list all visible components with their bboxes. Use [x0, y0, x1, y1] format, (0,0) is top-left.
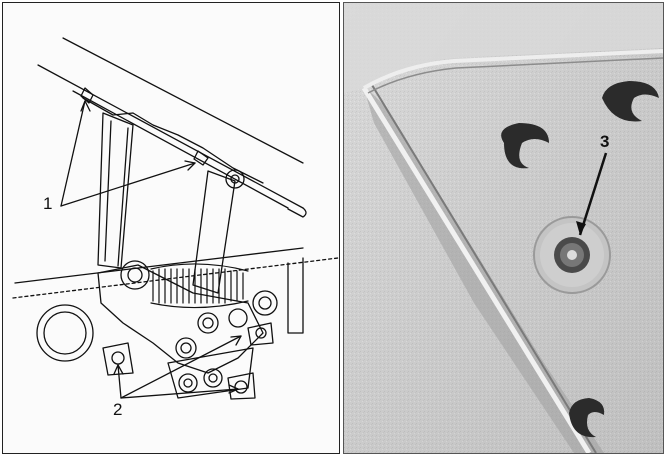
hinge-diagram-panel: 1 2 [2, 2, 340, 454]
callout-2: 2 [113, 400, 123, 419]
hood-inner-panel-photo [344, 3, 663, 453]
callout-3: 3 [600, 132, 610, 151]
hinge-line-drawing [12, 37, 339, 400]
hood-photo-panel: 3 [343, 2, 664, 454]
callout-1: 1 [43, 194, 53, 213]
